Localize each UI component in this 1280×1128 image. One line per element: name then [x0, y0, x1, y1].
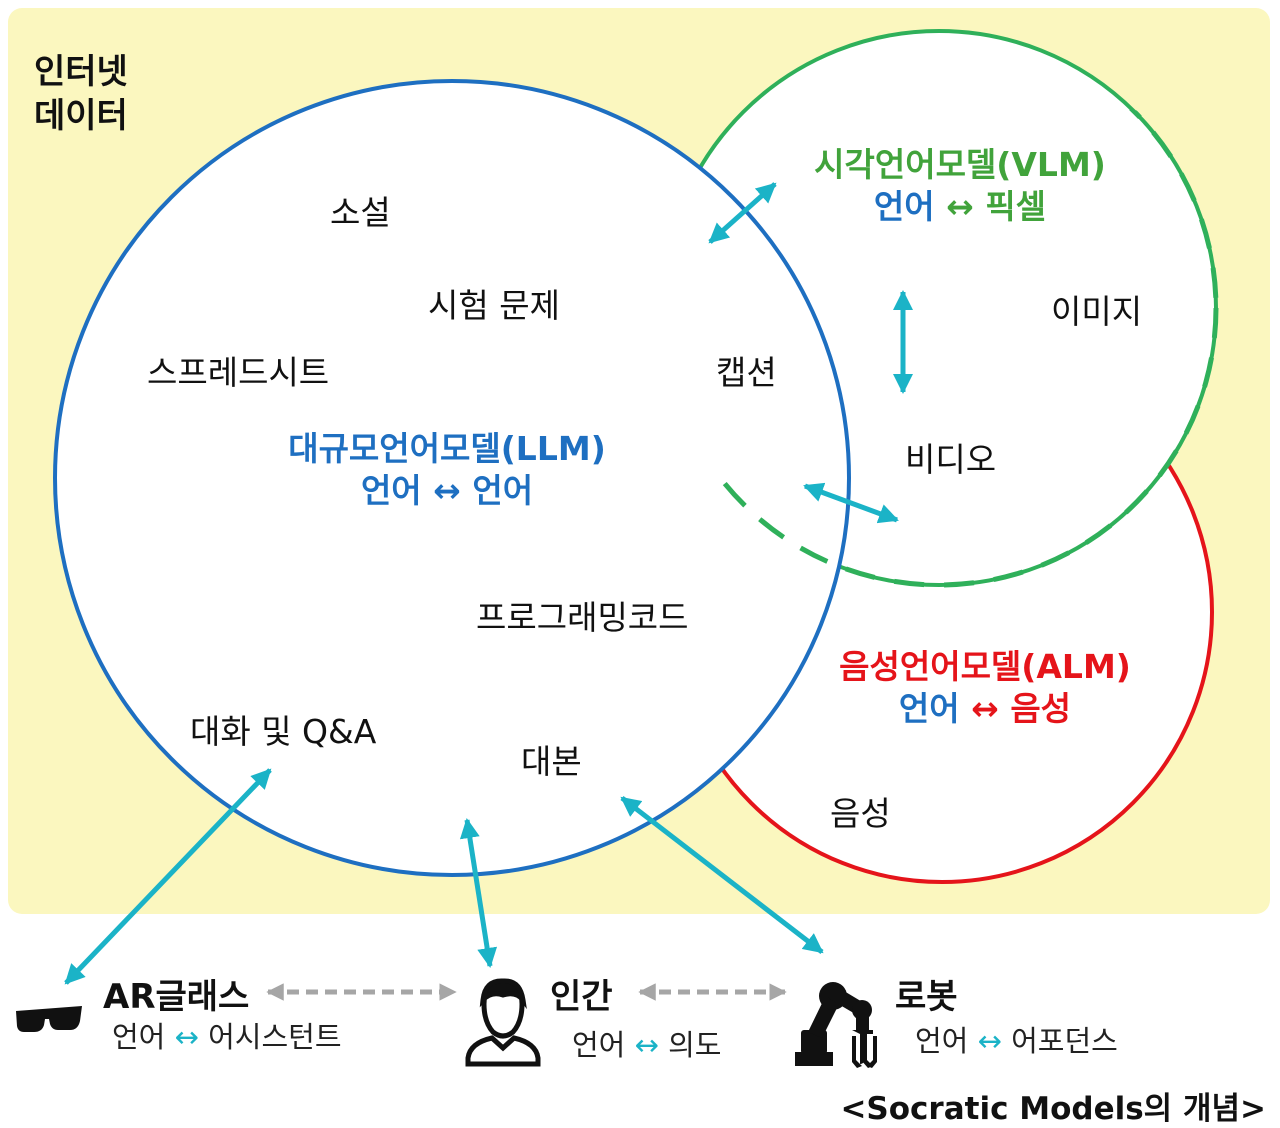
agent-robot-name: 로봇 — [895, 977, 958, 1017]
alm-item-speech: 음성 — [830, 794, 891, 833]
vlm-title: 시각언어모델(VLM) — [814, 145, 1106, 184]
agent-robot-sub-right: 어포던스 — [1011, 1024, 1118, 1058]
agent-robot-sub-left: 언어 — [915, 1024, 969, 1058]
agent-human-sub-left: 언어 — [572, 1028, 626, 1062]
vlm-subtitle-right: 픽셀 — [985, 187, 1047, 226]
agent-human-sub: 언어 ↔ 의도 — [572, 1022, 722, 1064]
robot-arm-icon — [795, 982, 877, 1068]
person-icon — [465, 978, 541, 1067]
llm-subtitle-arrow: ↔ — [433, 471, 461, 510]
agent-robot-sub-arrow: ↔ — [977, 1024, 1002, 1058]
llm-circle — [53, 79, 851, 877]
agent-ar-sub-arrow: ↔ — [174, 1020, 199, 1054]
internet-label-line-2: 데이터 — [34, 96, 128, 136]
alm-subtitle-arrow: ↔ — [971, 689, 999, 728]
llm-subtitle-right: 언어 — [472, 471, 534, 510]
vlm-item-video: 비디오 — [905, 440, 997, 479]
llm-subtitle-left: 언어 — [360, 471, 422, 510]
agent-ar-sub-left: 언어 — [112, 1020, 166, 1054]
vlm-item-caption: 캡션 — [716, 353, 777, 392]
vlm-subtitle: 언어 ↔ 픽셀 — [814, 186, 1106, 228]
llm-subtitle: 언어 ↔ 언어 — [288, 470, 606, 512]
arrow-human-llm — [459, 818, 498, 968]
model-arrows — [708, 182, 913, 524]
agent-human-name: 인간 — [550, 977, 613, 1017]
ar-glasses-icon — [16, 1006, 82, 1032]
arrow-ar-llm — [64, 768, 272, 985]
agent-human-sub-right: 의도 — [668, 1028, 722, 1062]
alm-title: 음성언어모델(ALM) — [839, 647, 1131, 686]
llm-title-block: 대규모언어모델(LLM) 언어 ↔ 언어 — [288, 428, 606, 512]
agent-arrows — [64, 768, 824, 985]
agent-ar-sub: 언어 ↔ 어시스턴트 — [112, 1014, 342, 1056]
llm-item-novel: 소설 — [330, 193, 391, 232]
vlm-subtitle-left: 언어 — [873, 187, 935, 226]
vlm-subtitle-arrow: ↔ — [946, 187, 974, 226]
agent-robot-sub: 언어 ↔ 어포던스 — [915, 1018, 1118, 1060]
internet-label-line-1: 인터넷 — [34, 52, 128, 92]
arrow-robot-llm — [620, 796, 824, 954]
alm-subtitle-right: 음성 — [1010, 689, 1072, 728]
vlm-title-block: 시각언어모델(VLM) 언어 ↔ 픽셀 — [814, 144, 1106, 228]
arrow-llm-video — [803, 482, 899, 524]
internet-data-label: 인터넷 데이터 — [34, 50, 128, 138]
alm-title-block: 음성언어모델(ALM) 언어 ↔ 음성 — [839, 646, 1131, 730]
arrow-caption-vlm — [708, 182, 777, 244]
agent-ar-sub-right: 어시스턴트 — [208, 1020, 342, 1054]
llm-item-exam-questions: 시험 문제 — [428, 286, 560, 325]
llm-item-dialogue-qa: 대화 및 Q&A — [190, 712, 377, 751]
alm-subtitle: 언어 ↔ 음성 — [839, 688, 1131, 730]
llm-title: 대규모언어모델(LLM) — [288, 429, 606, 468]
figure-caption: <Socratic Models의 개념> — [840, 1091, 1266, 1127]
agent-ar-name: AR글래스 — [103, 977, 250, 1017]
agent-human-sub-arrow: ↔ — [634, 1028, 659, 1062]
alm-subtitle-left: 언어 — [898, 689, 960, 728]
llm-item-spreadsheet: 스프레드시트 — [147, 353, 330, 392]
llm-item-script: 대본 — [521, 742, 582, 781]
llm-item-programming-code: 프로그래밍코드 — [476, 598, 689, 637]
vlm-item-image: 이미지 — [1051, 292, 1143, 331]
